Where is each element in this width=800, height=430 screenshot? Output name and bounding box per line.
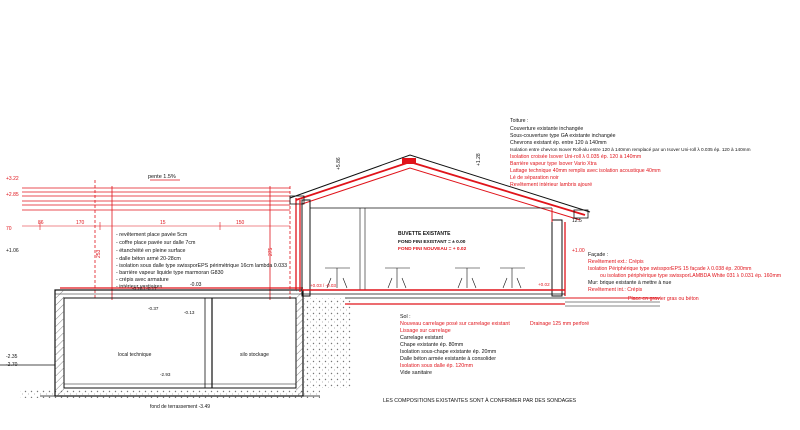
- level-285: +2.85: [6, 192, 19, 198]
- walls: [301, 199, 563, 297]
- floor-existing-label: FOND FINI EXISTANT = ± 0.00: [398, 239, 466, 245]
- roof-line: Lattage technique 40mm remplis avec isol…: [510, 168, 661, 174]
- foundation-label: fond de terrassement -3.49: [150, 404, 210, 410]
- level-586: +5.86: [336, 157, 342, 170]
- level-128: +1.28: [476, 153, 482, 166]
- roof-line: Isolation croisée Isover Uni-roll λ 0.03…: [510, 154, 641, 160]
- level-106: +1.06: [6, 248, 19, 254]
- facade-line: Revêtement int.: Crépis: [588, 287, 643, 293]
- floor-line: Vide sanitaire: [400, 370, 432, 376]
- dim-125: 12.5: [572, 218, 582, 224]
- room-title: BUVETTE EXISTANTE: [398, 231, 451, 237]
- tables-chairs: [325, 267, 525, 289]
- roof-eave-right: [573, 209, 589, 219]
- roof-ridge: [402, 158, 416, 164]
- floor-line: Carrelage existant: [400, 335, 444, 341]
- dim-150: 150: [236, 220, 245, 226]
- level-037: -0.37: [148, 306, 159, 311]
- dim-86: 86: [38, 220, 44, 226]
- level-003: -0.03: [190, 282, 202, 288]
- dim-275: 275: [268, 247, 274, 256]
- terrace-line: - isolation sous dalle type swissporEPS …: [116, 263, 287, 269]
- facade-heading: Façade :: [588, 252, 608, 258]
- soil-fill: [20, 390, 320, 398]
- roof-heading: Toiture :: [510, 118, 528, 124]
- facade-line: Revêtement ext.: Crépis: [588, 259, 644, 265]
- footnote: LES COMPOSITIONS EXISTANTES SONT À CONFI…: [383, 397, 577, 404]
- roof-line: Isolation entre chevron Isover Roll-alu …: [510, 147, 751, 152]
- level-235: -2.35: [6, 354, 18, 360]
- floor-line: Dalle béton armée existante à consolider: [400, 356, 496, 362]
- roof-line: Chevrons existant ép. entre 120 à 140mm: [510, 140, 607, 146]
- floor-heading: Sol :: [400, 314, 411, 320]
- basement-room-left: local technique: [118, 352, 152, 358]
- level-322: +3.22: [6, 176, 19, 182]
- dim-253: 253: [96, 249, 102, 258]
- terrace-line: - intérieur vestiaires: [116, 284, 163, 290]
- floor-line: Nouveau carrelage posé sur carrelage exi…: [400, 321, 510, 327]
- roof-line: Sous-couverture type GA existante inchan…: [510, 133, 616, 139]
- floor-line: Isolation sous-chape existante ép. 20mm: [400, 349, 497, 355]
- floor-spec: Sol : Nouveau carrelage posé sur carrela…: [400, 314, 510, 376]
- dim-70: 70: [6, 226, 12, 232]
- level-028: -0.28 / -0.17: [132, 286, 157, 291]
- roof-spec: Toiture : Couverture existante inchangée…: [510, 118, 751, 188]
- floor-line: Chape existante ép. 80mm: [400, 342, 464, 348]
- terrace-line: - crépis avec armature: [116, 277, 169, 283]
- facade-line: Isolation Périphérique type swissporEPS …: [588, 266, 752, 272]
- terrace-spec-list: - revêtement place pavée 5cm - coffre pl…: [116, 232, 287, 290]
- drain-label: Drainage 125 mm perforé: [530, 321, 589, 327]
- slope-label: pente 1.5%: [148, 174, 176, 180]
- level-008: +0.03 / -0.03: [310, 283, 336, 288]
- terrace-line: - coffre place pavée sur dalle 7cm: [116, 240, 196, 246]
- gravel-label: Place en gravier gras ou béton: [628, 296, 699, 302]
- level-293: -2.93: [160, 372, 171, 377]
- roof-line: Couverture existante inchangée: [510, 126, 583, 132]
- terrace-line: - revêtement place pavée 5cm: [116, 232, 188, 238]
- floor-line: Lissage sur carrelage: [400, 328, 451, 334]
- soil-fill: [302, 298, 352, 388]
- roof-line: Revêtement intérieur lambris ajouré: [510, 182, 592, 188]
- basement-room-right: silo stockage: [240, 352, 269, 358]
- floor-slab: [302, 289, 660, 307]
- terrace-structure: [22, 179, 291, 300]
- roof-line: Lé de séparation noir: [510, 175, 559, 181]
- dim-170: 170: [76, 220, 85, 226]
- floor-line: Isolation sous dalle ép. 120mm: [400, 363, 474, 369]
- level-013: -0.13: [184, 310, 195, 315]
- terrace-line: - barrière vapeur liquide type marmoran …: [116, 270, 224, 276]
- level-plus002: +0.02: [538, 282, 550, 287]
- level-100: +1.00: [572, 248, 585, 254]
- terrace-line: - dalle béton armé 20-28cm: [116, 256, 181, 262]
- floor-new-label: FOND FINI NOUVEAU = + 0.02: [398, 246, 467, 252]
- dim-15: 15: [160, 220, 166, 226]
- terrace-dimensions: [22, 222, 290, 230]
- terrace-line: - étanchéité en pleine surface: [116, 248, 186, 254]
- facade-line: ou isolation périphérique type swissporL…: [600, 273, 781, 279]
- basement-structure: [54, 289, 304, 397]
- facade-line: Mur: brique existante à mettre à nue: [588, 280, 671, 286]
- roof-line: Barrière vapeur type Isover Vario Xtra: [510, 161, 597, 167]
- facade-spec: Façade : Revêtement ext.: Crépis Isolati…: [588, 252, 781, 293]
